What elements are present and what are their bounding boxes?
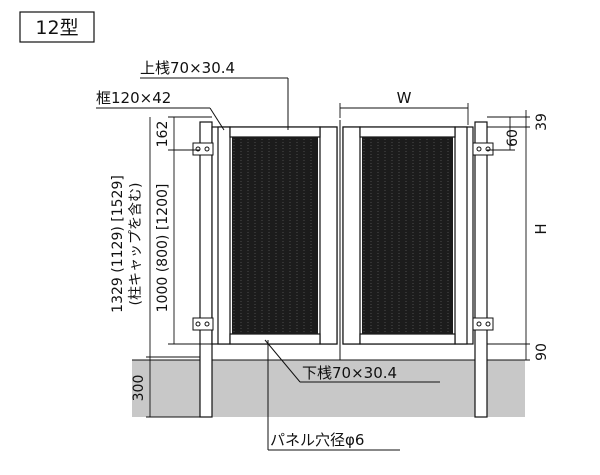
right-post [474, 121, 488, 418]
height-label: H [532, 223, 550, 234]
ground-depth-label: 300 [131, 375, 147, 402]
post-height-label: 1329 (1129) [1529] [110, 175, 126, 313]
frame-label: 框120×42 [96, 89, 171, 107]
hinge-bottom-right [472, 317, 494, 331]
left-leaf-stile-inner [319, 126, 338, 345]
right-perforated-panel [362, 137, 453, 334]
right-bottom-rail [359, 333, 456, 345]
bottom-rail-label: 下桟70×30.4 [302, 364, 397, 382]
left-perforated-panel [232, 137, 318, 334]
panel-hole-label: パネル穴径φ6 [270, 431, 364, 449]
top-rail-label: 上桟70×30.4 [140, 59, 235, 77]
model-tag: 12型 [35, 17, 78, 39]
ground-area [132, 360, 525, 417]
width-label: W [397, 89, 412, 107]
hinge-top-label: 60 [505, 129, 521, 147]
frame-leader [209, 107, 225, 131]
hinge-top-right [472, 142, 494, 156]
top-hinge-height-label: 162 [155, 121, 171, 148]
left-leaf-stile-outer [217, 126, 231, 345]
hinge-bottom-left [192, 317, 214, 331]
gate-height-label: 1000 (800) [1200] [155, 184, 171, 313]
bottom-rail-leader [264, 339, 301, 383]
perforation-pattern [233, 139, 449, 332]
left-bottom-rail [229, 333, 321, 345]
post-height-note: (柱キャップを含む) [128, 183, 144, 306]
right-top-rail [359, 126, 456, 138]
left-post [199, 121, 213, 418]
right-leaf-stile-inner [342, 126, 361, 345]
top-offset-label: 39 [534, 113, 550, 131]
model-tag-box [19, 11, 95, 43]
right-leaf-stile-outer [454, 126, 468, 345]
bottom-gap-label: 90 [534, 343, 550, 361]
hinge-top-left [192, 142, 214, 156]
left-top-rail [229, 126, 321, 138]
